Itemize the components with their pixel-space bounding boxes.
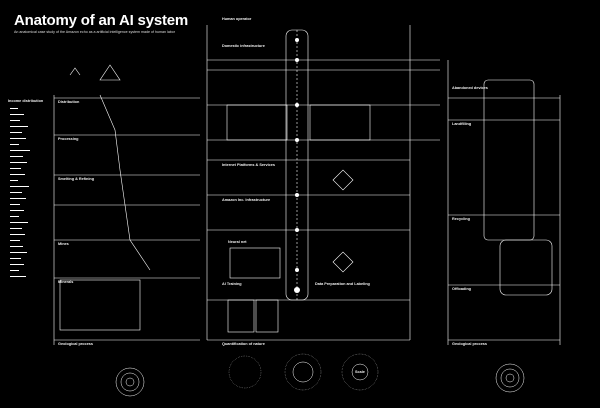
section-domestic: Domestic infrastructure (222, 44, 265, 48)
section-distribution: Distribution (58, 100, 80, 104)
section-internet: Internet Platforms & Services (222, 163, 275, 167)
section-smelting: Smelting & Refining (58, 177, 95, 181)
section-processing: Processing (58, 137, 79, 141)
section-scale: Scale (355, 370, 365, 374)
page-subtitle: An anatomical case study of the Amazon e… (14, 30, 176, 34)
section-mines: Mines (58, 242, 69, 246)
section-data-prep: Data Preparation and Labeling (315, 282, 370, 286)
section-landfilling: Landfilling (452, 122, 472, 126)
section-geological-right: Geological process (452, 342, 488, 346)
section-human-operator: Human operator (222, 17, 252, 21)
section-abandoned: Abandoned devices (452, 86, 488, 90)
page-title: Anatomy of an AI system (14, 12, 189, 29)
section-offloading: Offloading (452, 287, 471, 291)
income-label: Income distribution (8, 99, 44, 103)
section-minerals: Minerals (58, 280, 74, 284)
section-geological-left: Geological process (58, 342, 94, 346)
section-recycling: Recycling (452, 217, 470, 221)
section-ai-training: AI Training (222, 282, 242, 286)
income-bars (10, 108, 30, 277)
section-amazon: Amazon Inc. Infrastructure (222, 198, 271, 202)
section-quantification: Quantification of nature (222, 342, 265, 346)
section-neural-net: Neural net (228, 240, 247, 244)
